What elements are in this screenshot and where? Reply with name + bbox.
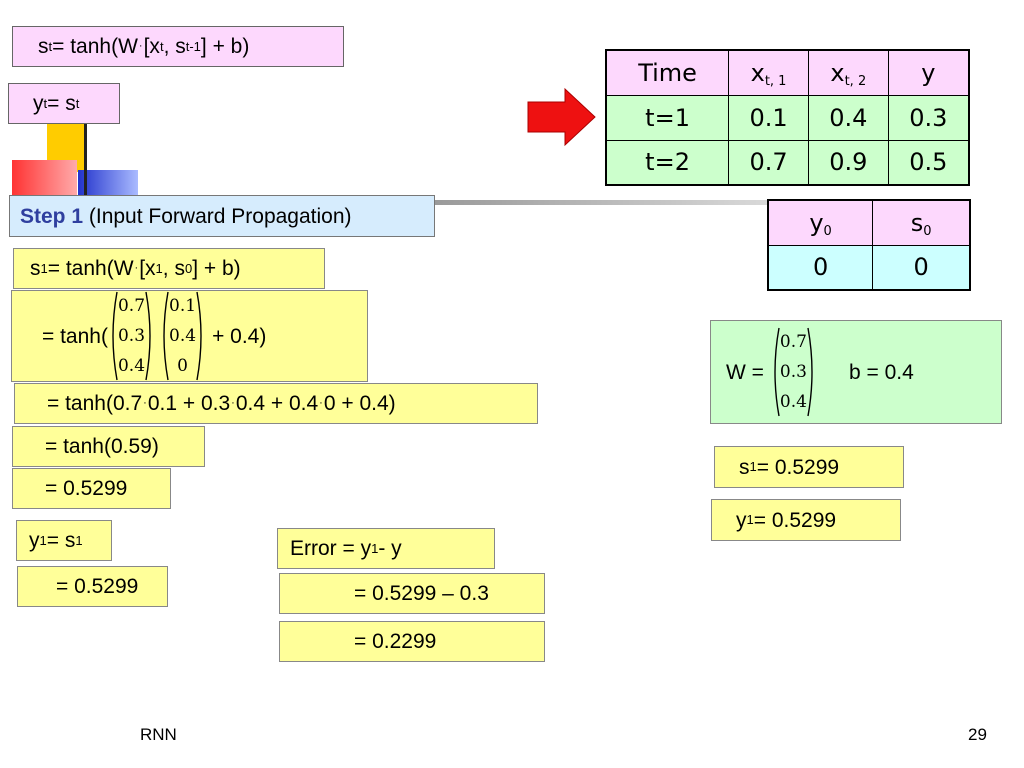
step-banner: Step 1 (Input Forward Propagation) (9, 195, 435, 237)
cell: 0.9 (807, 139, 889, 186)
cell: 0.5 (887, 139, 970, 186)
cell: 0 (767, 244, 874, 291)
decor-blue-square (78, 170, 138, 196)
matrix-expression: = tanh( 0.7 0.3 0.4 0.1 0.4 0 + 0.4) (11, 290, 368, 382)
cell: t=2 (605, 139, 730, 186)
decor-vertical-line (84, 122, 87, 196)
table-row: t=2 0.7 0.9 0.5 (605, 139, 970, 186)
table-row: 0 0 (767, 244, 971, 291)
step-title: Step 1 (20, 204, 84, 228)
arrow-right-icon (527, 87, 596, 147)
w-vector: 0.7 0.3 0.4 (108, 290, 155, 382)
decor-red-square (12, 160, 77, 196)
cell: 0 (872, 244, 971, 291)
init-state-table: y0 s0 0 0 (767, 199, 971, 291)
footer-title: RNN (140, 725, 177, 744)
w-label: W = (726, 360, 764, 384)
header-x1: xt, 1 (728, 49, 809, 96)
error-calculation: = 0.5299 – 0.3 (279, 573, 545, 614)
header-y0: y0 (767, 199, 874, 246)
cell: 0.3 (887, 94, 970, 141)
x-vector: 0.1 0.4 0 (159, 290, 206, 382)
w-param-vector: 0.7 0.3 0.4 (770, 326, 817, 418)
parameters-box: W = 0.7 0.3 0.4 b = 0.4 (710, 320, 1002, 424)
y1-value: = 0.5299 (17, 566, 168, 607)
cell: 0.4 (807, 94, 889, 141)
error-value: = 0.2299 (279, 621, 545, 662)
header-s0: s0 (872, 199, 971, 246)
page-number: 29 (968, 725, 987, 744)
header-time: Time (605, 49, 730, 96)
s1-value: = 0.5299 (12, 468, 171, 509)
cell: 0.7 (728, 139, 809, 186)
step-desc: (Input Forward Propagation) (88, 204, 352, 228)
tanh-value: = tanh(0.59) (12, 426, 205, 467)
decor-horizontal-rule (430, 200, 790, 205)
input-data-table: Time xt, 1 xt, 2 y t=1 0.1 0.4 0.3 t=2 0… (605, 49, 970, 186)
header-x2: xt, 2 (807, 49, 889, 96)
header-y: y (887, 49, 970, 96)
b-label: b = 0.4 (848, 360, 914, 384)
cell: t=1 (605, 94, 730, 141)
table-row: t=1 0.1 0.4 0.3 (605, 94, 970, 141)
expanded-expression: = tanh(0.7·0.1 + 0.3·0.4 + 0.4·0 + 0.4) (14, 383, 538, 424)
cell: 0.1 (728, 94, 809, 141)
